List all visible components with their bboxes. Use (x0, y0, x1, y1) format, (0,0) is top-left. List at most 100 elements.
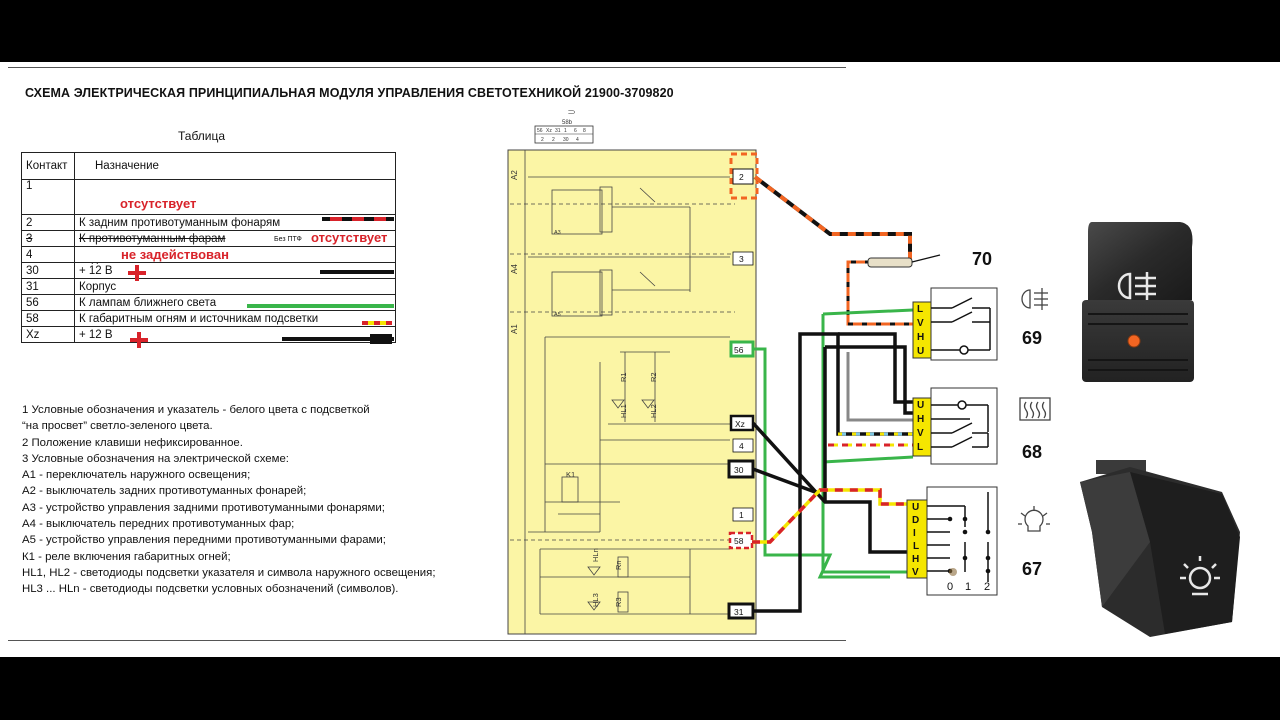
note-line: А5 - устройство управления передними про… (22, 534, 386, 547)
svg-text:8: 8 (583, 128, 586, 134)
note-line: А4 - выключатель передних противотуманны… (22, 518, 295, 531)
svg-text:31: 31 (734, 607, 744, 617)
annotation-unused: не задействован (121, 247, 229, 262)
connector-label: 58b (562, 120, 573, 126)
note-line: HL1, HL2 - светодиоды подсветки указател… (22, 566, 436, 579)
svg-text:L: L (913, 541, 919, 552)
svg-text:68: 68 (1022, 442, 1042, 462)
wire-plus12 (751, 332, 913, 613)
plus-icon (130, 332, 148, 348)
svg-text:U: U (912, 502, 919, 513)
svg-text:V: V (917, 318, 924, 329)
svg-text:U: U (917, 400, 924, 411)
fog-light-icon (1117, 272, 1156, 300)
terminal-30: 30 (727, 459, 755, 479)
svg-text:A2: A2 (510, 170, 519, 180)
contacts-table: Контакт Назначение 1 2 К задним противот… (21, 152, 396, 343)
svg-text:69: 69 (1022, 328, 1042, 348)
terminal-3: 3 (732, 251, 754, 266)
svg-text:31: 31 (555, 128, 561, 134)
header-purpose: Назначение (74, 152, 396, 180)
svg-text:HL2: HL2 (649, 404, 658, 418)
table-row: 58 К габаритным огням и источникам подсв… (21, 310, 396, 327)
svg-text:Xz: Xz (546, 128, 552, 134)
svg-text:L: L (917, 304, 923, 315)
svg-text:H: H (912, 554, 919, 565)
fog-light-icon (1021, 288, 1048, 310)
switch-68: U H V L 68 (912, 387, 1051, 465)
svg-text:V: V (917, 428, 924, 439)
svg-text:A4: A4 (510, 264, 519, 274)
cell-desc: К габаритным огням и источникам подсветк… (74, 310, 396, 327)
svg-text:HL3: HL3 (591, 593, 600, 607)
svg-text:3: 3 (739, 254, 744, 264)
light-switch-photo (1080, 460, 1240, 637)
note-line: А3 - устройство управления задними проти… (22, 501, 385, 514)
note-line: 3 Условные обозначения на электрической … (22, 452, 289, 465)
svg-text:30: 30 (563, 137, 569, 143)
table-row: 2 К задним противотуманным фонарям (21, 214, 396, 231)
plus-icon (128, 265, 146, 281)
annotation-absent: отсутствует (120, 196, 197, 211)
svg-text:0: 0 (947, 581, 953, 593)
cell-contact: Xz (21, 326, 75, 343)
svg-text:2: 2 (739, 172, 744, 182)
annotation-no-fog: Без ПТФ (274, 236, 302, 243)
wire-bus-68 (828, 432, 913, 447)
note-line: А2 - выключатель задних противотуманных … (22, 485, 307, 498)
svg-text:A3: A3 (554, 230, 561, 236)
svg-text:2: 2 (541, 137, 544, 143)
schematic: ⸧ 58b 56 Xz 31 1 6 8 2 2 30 4 (507, 107, 1240, 637)
svg-text:D: D (912, 515, 919, 526)
table-row: 3 К противотуманным фарам (21, 230, 396, 247)
svg-text:70: 70 (972, 249, 992, 269)
switch-67: U D I L H V (906, 486, 1050, 596)
wire-parking (752, 488, 913, 544)
diagram-canvas: СХЕМА ЭЛЕКТРИЧЕСКАЯ ПРИНЦИПИАЛЬНАЯ МОДУЛ… (0, 62, 1280, 657)
svg-text:A1: A1 (510, 324, 519, 334)
svg-text:56: 56 (537, 128, 543, 134)
cell-desc: К противотуманным фарам (74, 230, 396, 247)
cell-contact: 58 (21, 310, 75, 327)
svg-text:Xz: Xz (735, 419, 745, 429)
table-caption: Таблица (178, 129, 226, 143)
svg-text:2: 2 (552, 137, 555, 143)
svg-text:6: 6 (574, 128, 577, 134)
svg-text:67: 67 (1022, 559, 1042, 579)
note-line: 1 Условные обозначения и указатель - бел… (22, 404, 370, 416)
connector-glyph: ⸧ 58b 56 Xz 31 1 6 8 2 2 30 4 (534, 107, 594, 144)
fog-switch-photo (1082, 222, 1194, 382)
svg-text:I: I (913, 528, 916, 539)
note-line: HL3 ... HLn - светодиоды подсветки услов… (22, 583, 399, 596)
svg-text:HLn: HLn (591, 548, 600, 562)
top-rule (8, 67, 846, 68)
cell-desc: К задним противотуманным фонарям (74, 214, 396, 231)
connector-70: 70 (867, 249, 992, 269)
terminal-31: 31 (727, 602, 755, 620)
table-row: 31 Корпус (21, 278, 396, 295)
svg-text:R1: R1 (619, 372, 628, 382)
module-board (507, 149, 757, 635)
terminal-1: 1 (732, 507, 754, 522)
wire-low-beam (753, 308, 914, 579)
svg-text:H: H (917, 332, 924, 343)
internal-circuit (524, 150, 730, 634)
note-line: А1 - переключатель наружного освещения; (22, 469, 251, 482)
exterior-light-icon (1180, 556, 1220, 596)
svg-text:2: 2 (984, 581, 990, 593)
terminal-xz: Xz (729, 414, 755, 432)
svg-text:1: 1 (564, 128, 567, 134)
svg-text:L: L (917, 442, 923, 453)
switch-69: L V H U 69 (912, 287, 1048, 361)
svg-text:A5: A5 (554, 312, 561, 318)
note-line: 2 Положение клавиши нефиксированное. (22, 436, 243, 449)
svg-text:56: 56 (734, 345, 744, 355)
terminal-56: 56 (729, 340, 755, 358)
table-header-row: Контакт Назначение (21, 152, 396, 180)
svg-text:H: H (917, 414, 924, 425)
annotation-absent: отсутствует (311, 230, 388, 245)
svg-text:V: V (912, 567, 919, 578)
svg-text:4: 4 (576, 137, 579, 143)
cell-desc: Корпус (74, 278, 396, 295)
exterior-light-icon (1018, 506, 1050, 532)
